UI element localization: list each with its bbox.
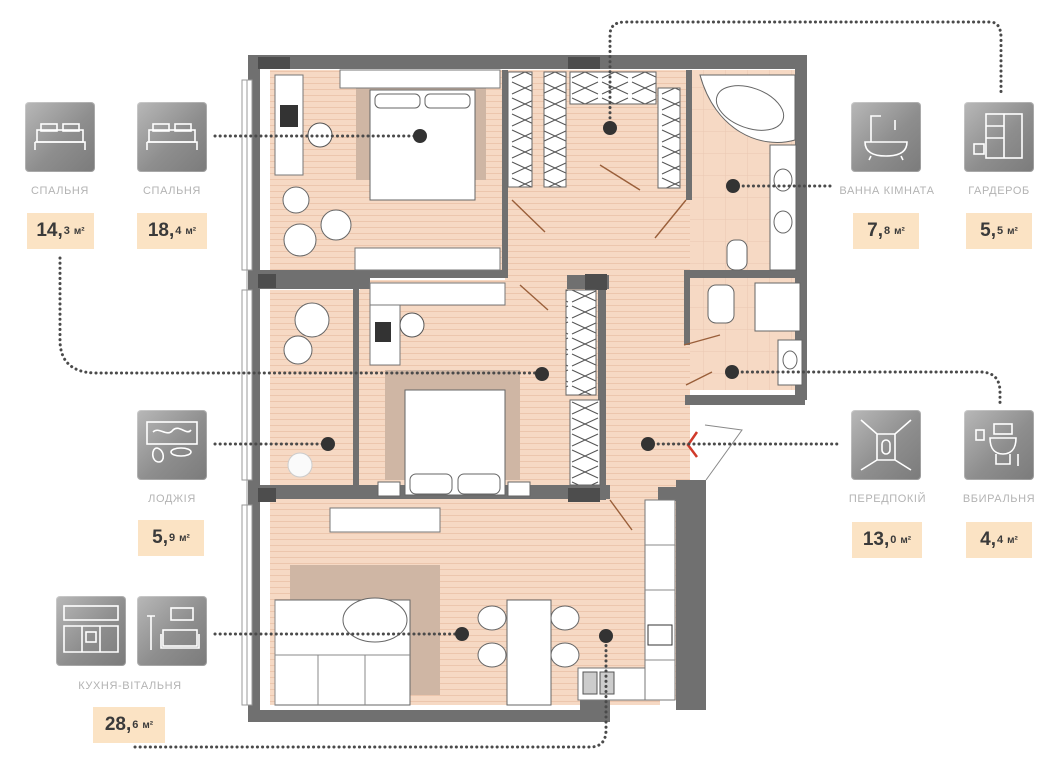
bathroom-label: ВАННА КІМНАТА xyxy=(839,185,935,197)
kitchen-icon xyxy=(63,605,119,653)
entry-door xyxy=(704,424,743,481)
wardrobe-label: ГАРДЕРОБ xyxy=(968,185,1030,197)
bedroom1-label: СПАЛЬНЯ xyxy=(31,185,89,197)
hallway-label: ПЕРЕДПОКІЙ xyxy=(848,493,927,505)
toilet-icon xyxy=(975,423,1019,466)
bed-icon xyxy=(146,123,198,150)
wardrobe-storage xyxy=(507,71,681,486)
bedroom2-label: СПАЛЬНЯ xyxy=(143,185,201,197)
toilet-label: ВБИРАЛЬНЯ xyxy=(962,493,1036,505)
hallway-icon xyxy=(860,419,912,471)
hallway-tile xyxy=(851,410,921,480)
wardrobe-icon xyxy=(973,113,1023,159)
bathroom-tile xyxy=(851,102,921,172)
sofa-icon xyxy=(147,607,200,650)
loggia-furniture xyxy=(283,302,330,478)
kitchen-living-furniture xyxy=(274,499,676,706)
lounge-icon xyxy=(146,421,198,463)
toilet-tile xyxy=(964,410,1034,480)
bed-icon xyxy=(34,123,86,150)
room-markers xyxy=(321,121,740,643)
kitchen-tile xyxy=(56,596,126,666)
kitchen-living-label: КУХНЯ-ВІТАЛЬНЯ xyxy=(78,680,182,692)
loggia-tile xyxy=(137,410,207,480)
bedroom1-furniture xyxy=(274,69,501,271)
connector-lines xyxy=(58,20,1003,749)
loggia-label: ЛОДЖІЯ xyxy=(148,493,196,505)
wardrobe-tile xyxy=(964,102,1034,172)
doors xyxy=(511,164,721,531)
bathtub-icon xyxy=(864,115,908,161)
bedroom2-furniture xyxy=(369,282,531,497)
living-tile xyxy=(137,596,207,666)
windows xyxy=(241,79,253,706)
bedroom1-tile xyxy=(25,102,95,172)
bathroom-fixtures xyxy=(699,74,803,386)
bedroom2-tile xyxy=(137,102,207,172)
